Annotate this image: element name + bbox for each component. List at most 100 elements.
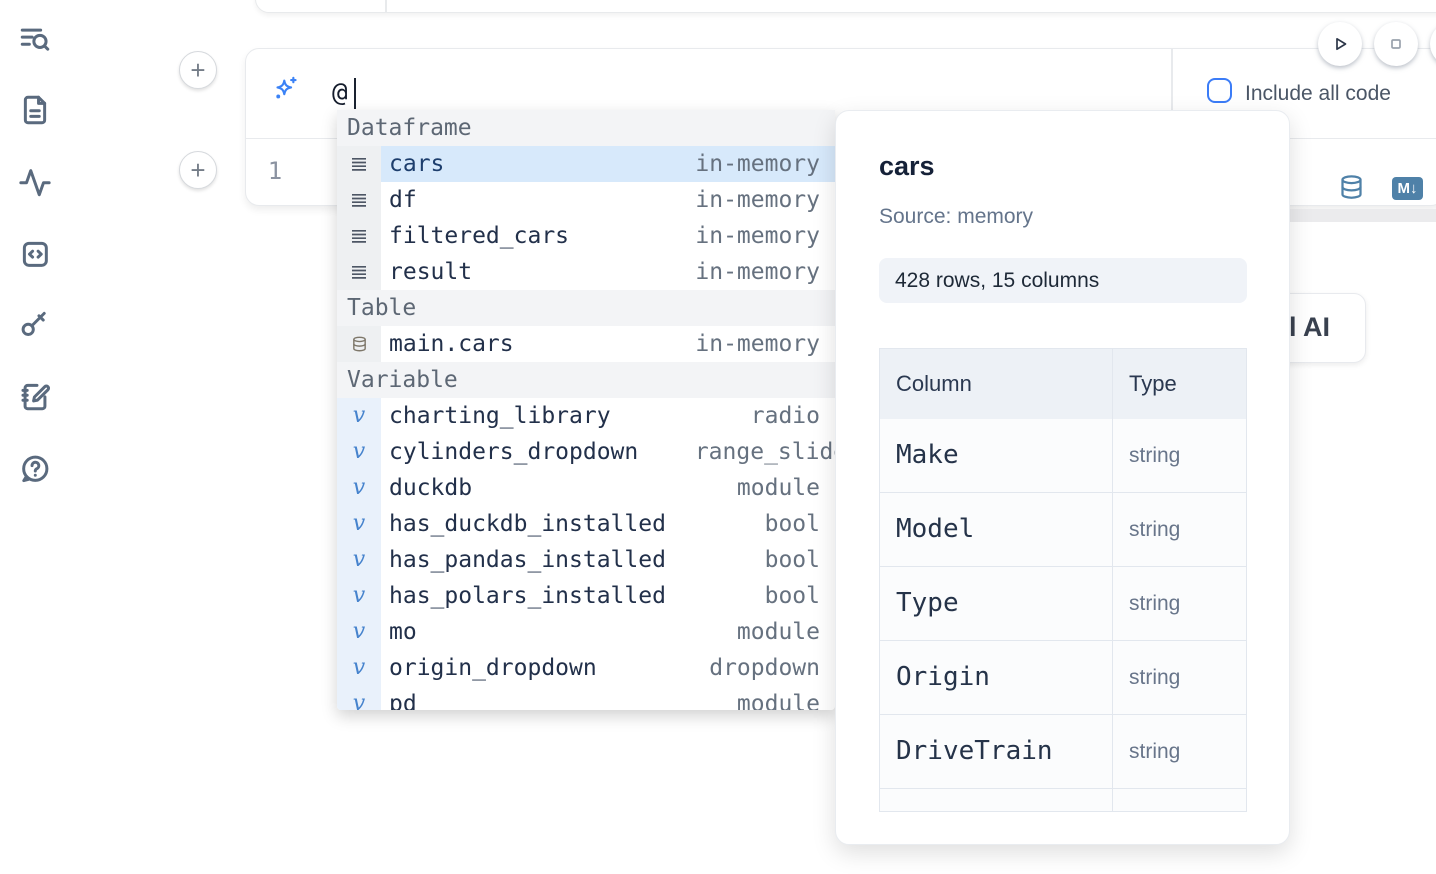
item-type: in-memory: [695, 223, 820, 249]
database-output-icon[interactable]: [1338, 171, 1365, 203]
item-type: module: [736, 475, 820, 501]
item-name: has_pandas_installed: [389, 547, 666, 573]
prompt-divider: [1171, 49, 1173, 136]
item-name: filtered_cars: [389, 223, 570, 249]
item-name: pd: [389, 691, 417, 710]
item-type: module: [736, 691, 820, 710]
column-type-cell: string: [1112, 567, 1246, 640]
autocomplete-item-has_polars_installed[interactable]: v has_polars_installed bool: [337, 578, 835, 614]
file-document-icon[interactable]: [18, 93, 52, 127]
autocomplete-item-charting_library[interactable]: v charting_library radio: [337, 398, 835, 434]
scratchpad-icon[interactable]: [18, 379, 52, 413]
column-type-cell: string: [1112, 493, 1246, 566]
markdown-export-icon[interactable]: M↓: [1392, 177, 1423, 200]
variable-icon: v: [337, 470, 381, 506]
item-type: radio: [750, 403, 820, 429]
variable-icon: v: [337, 650, 381, 686]
item-type: in-memory: [695, 259, 820, 285]
item-name: cylinders_dropdown: [389, 439, 639, 465]
autocomplete-item-main.cars[interactable]: main.cars in-memory: [337, 326, 835, 362]
key-icon[interactable]: [18, 307, 52, 341]
dataframe-icon: [337, 254, 381, 290]
add-cell-button-bottom[interactable]: +: [179, 151, 217, 189]
autocomplete-section-header: Table: [337, 290, 835, 326]
schema-row-DriveTrain: DriveTrain string: [880, 714, 1246, 788]
activity-icon[interactable]: [18, 165, 52, 199]
include-all-code-checkbox[interactable]: [1207, 78, 1232, 103]
database-icon: [337, 326, 381, 362]
item-name: has_polars_installed: [389, 583, 666, 609]
autocomplete-section-header: Dataframe: [337, 110, 835, 146]
schema-header-row: Column Type: [880, 349, 1246, 419]
stop-button[interactable]: [1374, 22, 1418, 66]
dataframe-icon: [337, 218, 381, 254]
item-name: has_duckdb_installed: [389, 511, 666, 537]
text-search-icon[interactable]: [18, 23, 52, 57]
item-name: duckdb: [389, 475, 473, 501]
autocomplete-item-origin_dropdown[interactable]: v origin_dropdown dropdown: [337, 650, 835, 686]
item-type: module: [736, 619, 820, 645]
dataframe-icon: [337, 146, 381, 182]
extra-action-button[interactable]: [1430, 22, 1436, 66]
item-name: charting_library: [389, 403, 611, 429]
item-name: mo: [389, 619, 417, 645]
column-type-cell: string: [1112, 715, 1246, 788]
item-name: main.cars: [389, 331, 514, 357]
text-cursor: [354, 78, 356, 109]
column-type-cell: [1112, 789, 1246, 811]
preview-shape-badge: 428 rows, 15 columns: [879, 258, 1247, 303]
item-type: in-memory: [695, 151, 820, 177]
item-type: range_slider: [694, 439, 835, 465]
autocomplete-item-cars[interactable]: cars in-memory: [337, 146, 835, 182]
item-type: in-memory: [695, 331, 820, 357]
line-number: 1: [267, 157, 283, 185]
variable-icon: v: [337, 398, 381, 434]
cell-gutter-divider: [385, 0, 387, 12]
column-name-cell: DriveTrain: [896, 736, 1053, 766]
column-type-cell: string: [1112, 641, 1246, 714]
preview-title: cars: [879, 151, 935, 181]
item-name: cars: [389, 151, 445, 177]
autocomplete-item-filtered_cars[interactable]: filtered_cars in-memory: [337, 218, 835, 254]
item-type: bool: [764, 583, 820, 609]
add-cell-button-top[interactable]: +: [179, 51, 217, 89]
item-type: bool: [764, 547, 820, 573]
preview-source: Source: memory: [879, 205, 1034, 228]
help-chat-icon[interactable]: [18, 452, 52, 486]
sparkles-icon: [271, 74, 300, 103]
preview-shape-text: 428 rows, 15 columns: [895, 269, 1100, 292]
dataframe-icon: [337, 182, 381, 218]
variable-icon: v: [337, 506, 381, 542]
ai-prompt-input[interactable]: @: [332, 78, 348, 108]
item-type: in-memory: [695, 187, 820, 213]
autocomplete-item-has_pandas_installed[interactable]: v has_pandas_installed bool: [337, 542, 835, 578]
previous-cell: [255, 0, 1436, 13]
column-name-cell: Model: [896, 514, 975, 544]
ai-button-label: l AI: [1289, 312, 1331, 342]
variable-icon: v: [337, 542, 381, 578]
item-type: dropdown: [709, 655, 820, 681]
autocomplete-section-header: Variable: [337, 362, 835, 398]
column-name-cell: Make: [896, 440, 959, 470]
variable-icon: v: [337, 686, 381, 710]
include-all-code-label: Include all code: [1245, 82, 1391, 105]
code-block-icon[interactable]: [18, 237, 52, 271]
schema-row-Model: Model string: [880, 492, 1246, 566]
variable-icon: v: [337, 578, 381, 614]
item-name: origin_dropdown: [389, 655, 597, 681]
run-cell-button[interactable]: [1318, 22, 1362, 66]
schema-header-type: Type: [1112, 349, 1246, 419]
variable-icon: v: [337, 614, 381, 650]
